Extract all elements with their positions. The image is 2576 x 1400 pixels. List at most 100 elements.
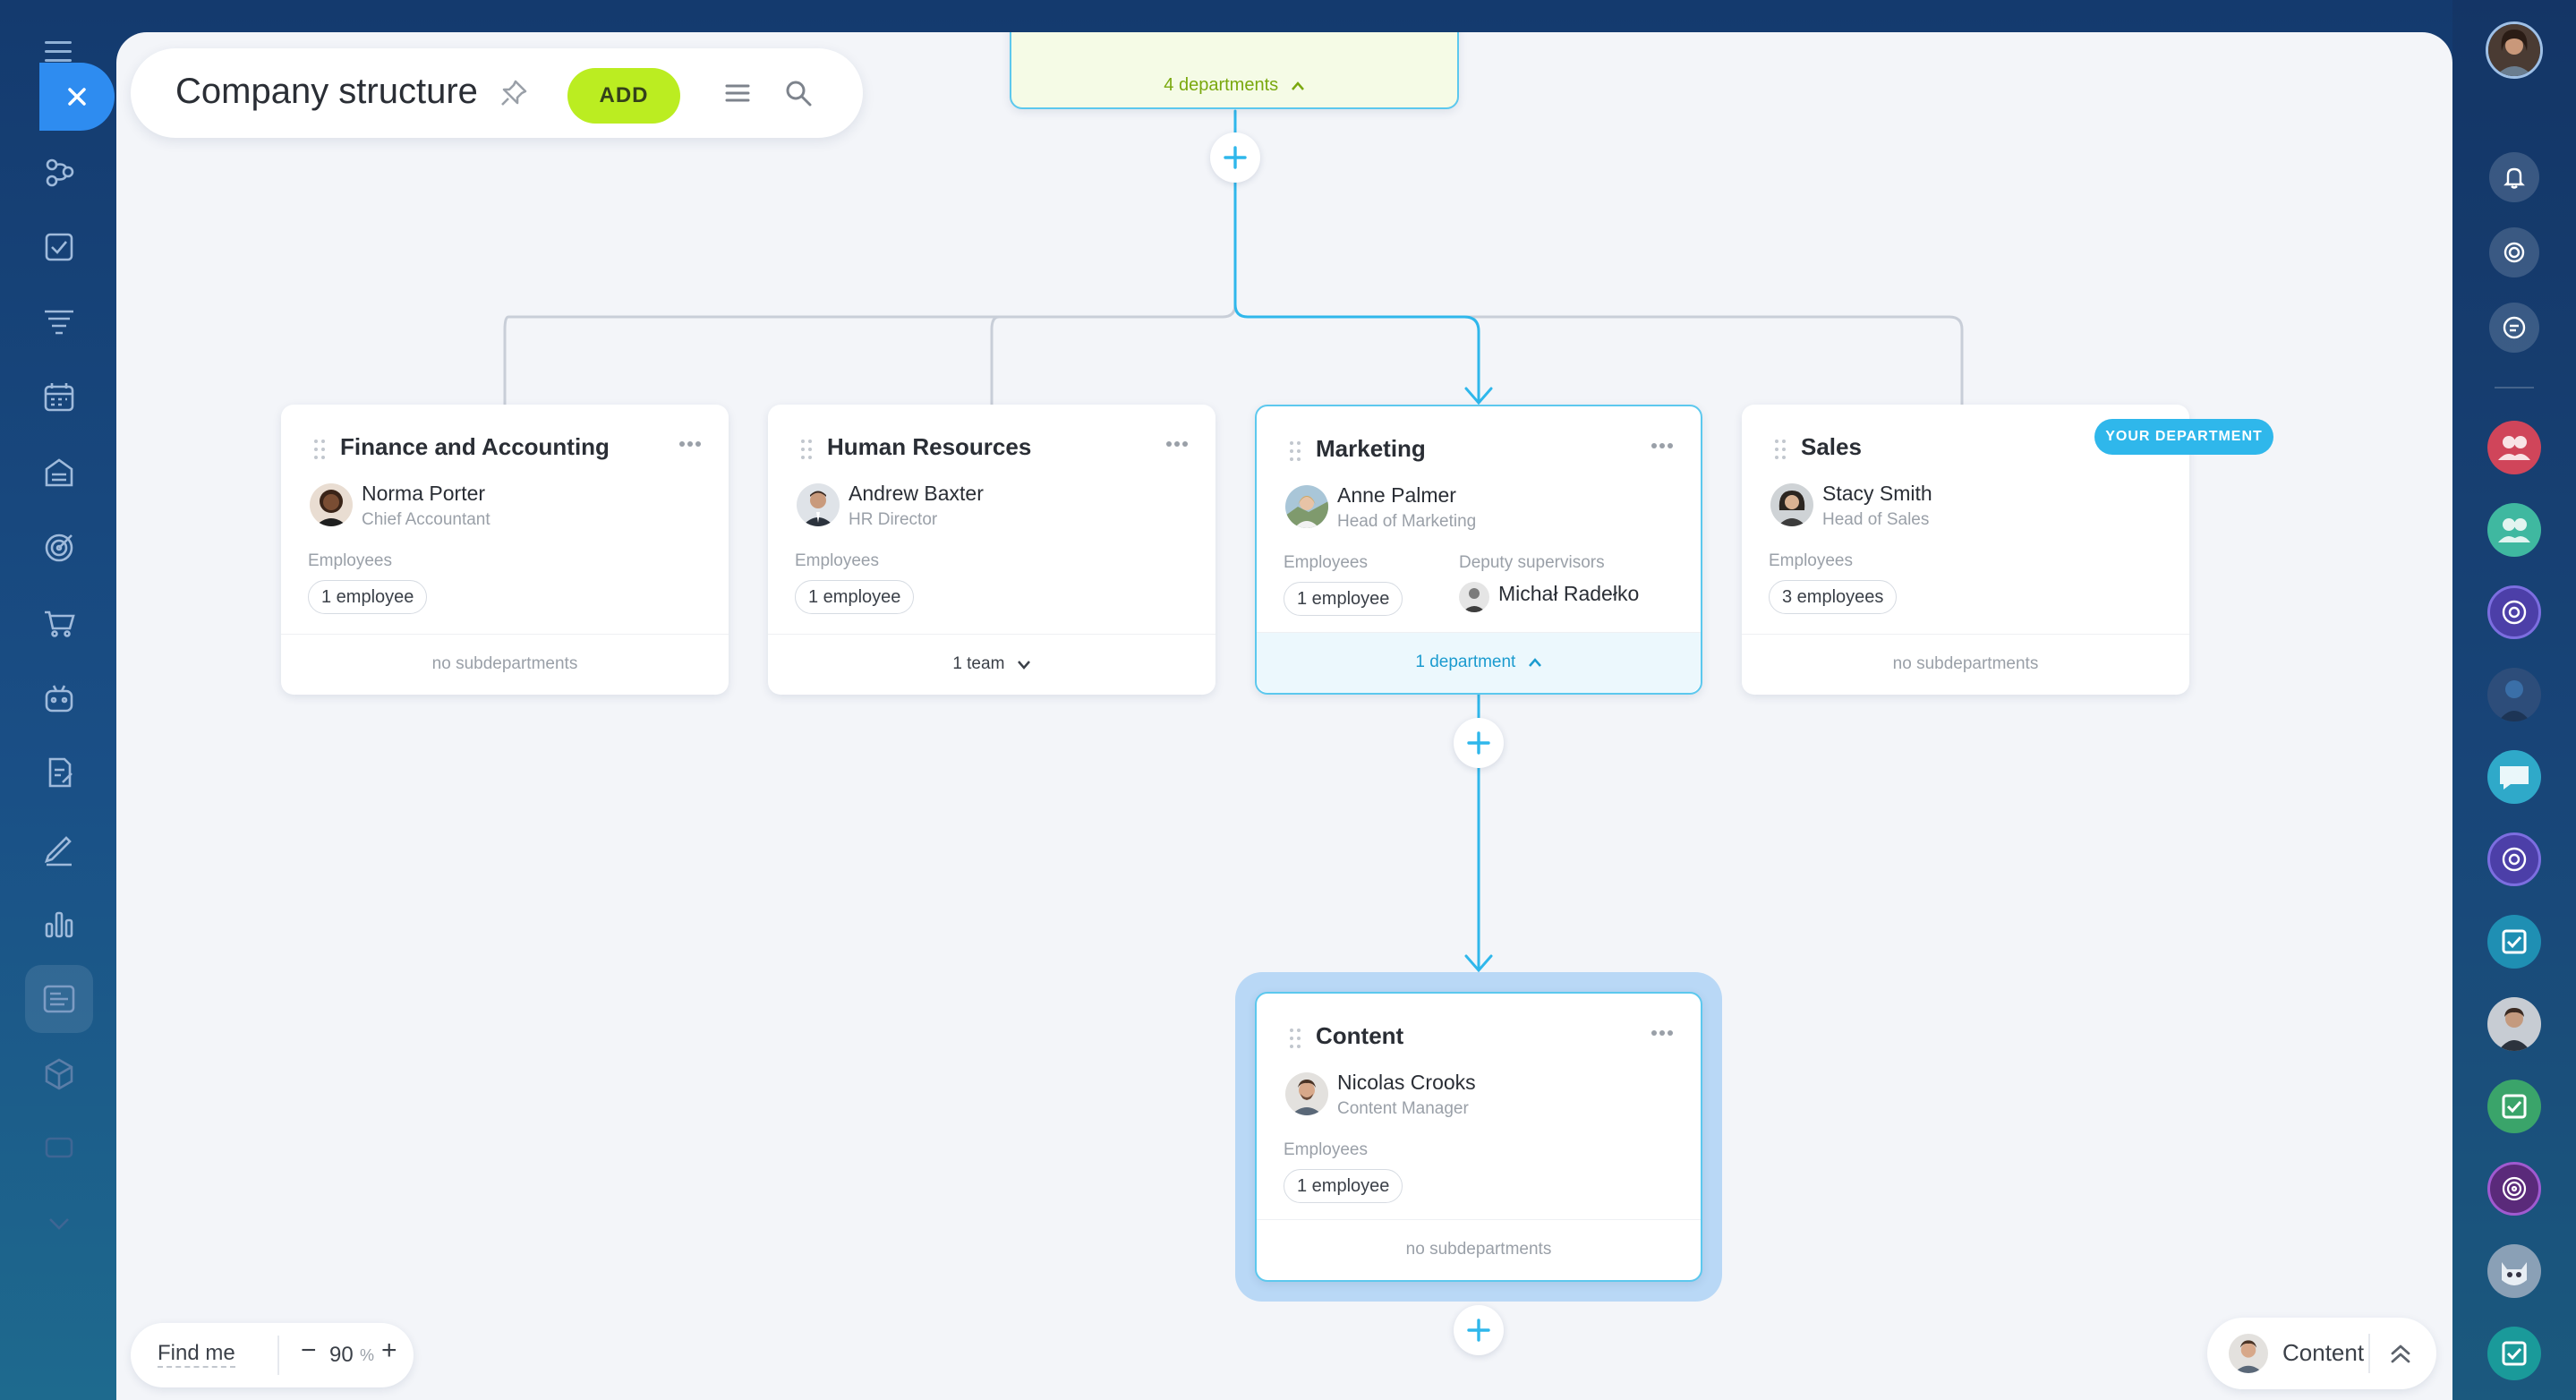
target-icon[interactable] <box>39 528 79 568</box>
menu-icon[interactable] <box>39 36 77 68</box>
employees-count-badge[interactable]: 1 employee <box>1284 1169 1403 1203</box>
bot-avatar[interactable] <box>2487 1244 2541 1298</box>
tasks-chat-avatar[interactable] <box>2487 1327 2541 1380</box>
department-card-hr[interactable]: Human Resources Andrew Baxter HR Directo… <box>768 405 1215 695</box>
hamburger-menu-icon[interactable] <box>721 77 754 109</box>
filter-funnel-icon[interactable] <box>39 303 79 342</box>
employees-count-badge[interactable]: 3 employees <box>1769 580 1898 614</box>
drag-handle-icon[interactable] <box>313 439 326 460</box>
drag-handle-icon[interactable] <box>1774 439 1787 460</box>
add-subdepartment-button-root[interactable] <box>1210 132 1260 183</box>
notifications-button[interactable] <box>2489 152 2539 202</box>
subdepartments-count: 1 department <box>1415 653 1516 671</box>
hr-icon[interactable] <box>39 1128 79 1167</box>
deputy-avatar[interactable] <box>1459 582 1489 612</box>
current-department-label[interactable]: Content <box>2282 1339 2365 1366</box>
calendar-icon[interactable] <box>39 378 79 417</box>
zoom-in-button[interactable]: + <box>381 1336 397 1365</box>
department-head-role: Head of Sales <box>1822 510 1930 529</box>
department-card-finance[interactable]: Finance and Accounting Norma Porter Chie… <box>281 405 729 695</box>
department-head-name[interactable]: Stacy Smith <box>1822 482 1932 505</box>
drag-handle-icon[interactable] <box>800 439 813 460</box>
subdepartments-footer: no subdepartments <box>1742 634 2189 695</box>
employees-count-badge[interactable]: 1 employee <box>795 580 915 614</box>
avatar[interactable] <box>310 483 353 526</box>
analytics-bars-icon[interactable] <box>39 904 79 943</box>
teams-footer-toggle[interactable]: 1 team <box>768 634 1215 695</box>
employees-label: Employees <box>1284 1140 1368 1159</box>
employees-count-badge[interactable]: 1 employee <box>1284 582 1403 616</box>
more-options-icon[interactable] <box>1165 440 1189 448</box>
user-avatar[interactable] <box>2486 21 2543 79</box>
plus-icon <box>1467 1319 1490 1342</box>
department-name[interactable]: Human Resources <box>827 433 1032 460</box>
root-department-card[interactable]: 4 departments <box>1010 32 1459 109</box>
avatar[interactable] <box>1285 1072 1328 1115</box>
employees-count-badge[interactable]: 1 employee <box>308 580 428 614</box>
chevron-up-icon <box>1291 81 1304 90</box>
contact-avatar[interactable] <box>2487 668 2541 721</box>
find-me-button[interactable]: Find me <box>158 1341 235 1368</box>
add-button[interactable]: ADD <box>567 68 680 124</box>
channel-avatar[interactable] <box>2487 585 2541 639</box>
company-structure-icon[interactable] <box>25 965 93 1033</box>
department-name[interactable]: Content <box>1316 1022 1404 1049</box>
employees-label: Employees <box>795 551 879 570</box>
search-chats-button[interactable] <box>2489 303 2539 353</box>
contact-avatar[interactable] <box>2487 997 2541 1051</box>
zoom-divider <box>277 1336 279 1375</box>
drive-icon[interactable] <box>39 453 79 492</box>
zoom-out-button[interactable]: − <box>301 1336 317 1365</box>
cat-bot-icon <box>2502 1262 2527 1285</box>
robot-icon[interactable] <box>39 679 79 718</box>
current-department-panel[interactable]: Content <box>2207 1318 2436 1389</box>
subdepartments-footer-toggle[interactable]: 1 department <box>1257 632 1701 693</box>
department-head-name[interactable]: Norma Porter <box>362 482 486 505</box>
department-name[interactable]: Sales <box>1801 433 1862 460</box>
close-slider-button[interactable] <box>39 63 115 131</box>
avatar[interactable] <box>797 483 840 526</box>
chevron-down-icon <box>1017 661 1030 670</box>
add-subdepartment-button-marketing[interactable] <box>1454 718 1504 768</box>
copilot-button[interactable] <box>2489 227 2539 277</box>
group-chat-avatar[interactable] <box>2487 503 2541 557</box>
drag-handle-icon[interactable] <box>1289 440 1301 462</box>
subdepartments-footer: no subdepartments <box>1257 1219 1701 1280</box>
tasks-chat-avatar[interactable] <box>2487 1080 2541 1133</box>
crm-icon[interactable] <box>39 152 79 192</box>
department-card-content[interactable]: Content Nicolas Crooks Content Manager E… <box>1255 992 1702 1282</box>
department-head-name[interactable]: Andrew Baxter <box>849 482 984 505</box>
channel-avatar[interactable] <box>2487 832 2541 886</box>
more-options-icon[interactable] <box>1651 442 1674 449</box>
shop-cart-icon[interactable] <box>39 603 79 643</box>
chevron-down-icon[interactable] <box>39 1203 79 1242</box>
group-chat-avatar[interactable] <box>2487 421 2541 474</box>
double-chevron-up-icon[interactable] <box>2386 1339 2415 1368</box>
more-options-icon[interactable] <box>678 440 702 448</box>
chat-avatar[interactable] <box>2487 750 2541 804</box>
department-head-name[interactable]: Anne Palmer <box>1337 483 1456 507</box>
structure-canvas[interactable]: 4 departments Finance and Accounting Nor… <box>116 32 2452 1400</box>
drag-handle-icon[interactable] <box>1289 1028 1301 1049</box>
document-edit-icon[interactable] <box>39 754 79 793</box>
add-subdepartment-button-content[interactable] <box>1454 1305 1504 1355</box>
checkbox-icon <box>2502 1094 2527 1119</box>
search-icon[interactable] <box>782 77 815 109</box>
department-head-name[interactable]: Nicolas Crooks <box>1337 1071 1476 1094</box>
more-options-icon[interactable] <box>1651 1029 1674 1037</box>
tasks-chat-avatar[interactable] <box>2487 915 2541 969</box>
deputy-supervisor-name[interactable]: Michał Radełko <box>1498 582 1640 605</box>
plus-icon <box>1467 731 1490 755</box>
close-icon <box>68 88 86 106</box>
tasks-icon[interactable] <box>39 227 79 267</box>
department-card-marketing[interactable]: Marketing Anne Palmer Head of Marketing … <box>1255 405 1702 695</box>
channel-avatar[interactable] <box>2487 1162 2541 1216</box>
signature-pen-icon[interactable] <box>39 829 79 868</box>
avatar[interactable] <box>1285 485 1328 528</box>
department-name[interactable]: Finance and Accounting <box>340 433 610 460</box>
department-name[interactable]: Marketing <box>1316 435 1426 462</box>
box-icon[interactable] <box>39 1054 79 1094</box>
avatar[interactable] <box>1770 483 1813 526</box>
root-department-footer[interactable]: 4 departments <box>1011 59 1457 111</box>
pin-icon[interactable] <box>498 77 530 109</box>
